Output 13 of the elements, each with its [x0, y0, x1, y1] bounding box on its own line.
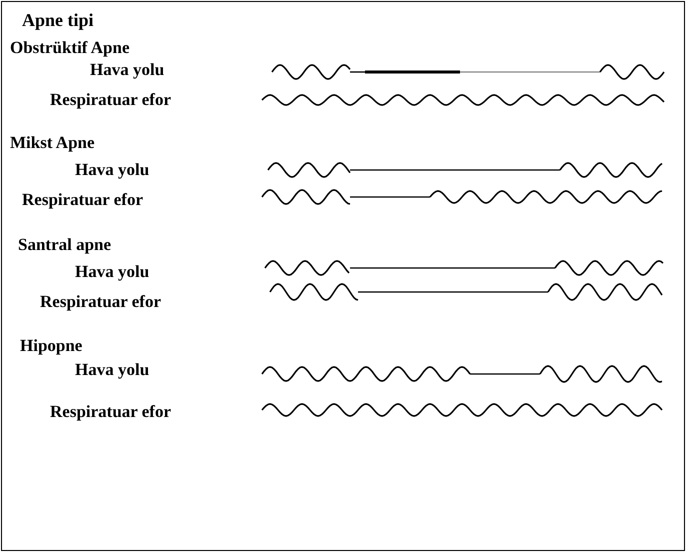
diagram-title: Apne tipi: [22, 10, 94, 31]
section-heading: Obstrüktif Apne: [10, 38, 130, 58]
trace-label: Hava yolu: [75, 360, 150, 380]
trace-label: Hava yolu: [75, 262, 150, 282]
trace-label: Hava yolu: [90, 60, 164, 80]
trace-label: Respiratuar efor: [22, 190, 144, 210]
section-heading: Hipopne: [20, 336, 82, 356]
trace-label: Respiratuar efor: [50, 90, 172, 110]
trace-label: Respiratuar efor: [40, 292, 162, 312]
section-heading: Mikst Apne: [10, 133, 95, 153]
trace-label: Hava yolu: [75, 160, 150, 180]
section-heading: Santral apne: [18, 235, 112, 255]
trace-label: Respiratuar efor: [50, 402, 172, 422]
